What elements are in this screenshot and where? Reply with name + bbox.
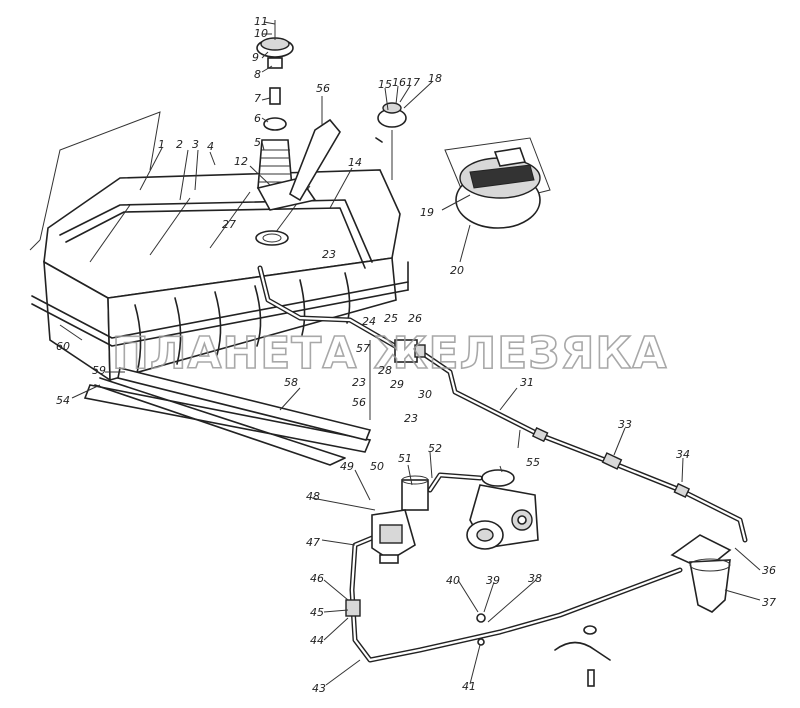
part-label: 10 (254, 27, 268, 40)
part-label: 36 (762, 564, 776, 577)
mounting-clamp (554, 625, 611, 687)
part-label: 1 (158, 138, 165, 151)
part-label: 39 (486, 574, 500, 587)
part-label: 24 (362, 315, 376, 328)
part-label: 48 (306, 490, 320, 503)
fuel-tank (29, 111, 409, 382)
fuel-gauge-sender (375, 102, 407, 180)
leader-lines (59, 21, 761, 686)
part-label: 33 (618, 418, 632, 431)
part-label: 4 (207, 140, 214, 153)
part-label: 55 (526, 456, 540, 469)
part-label: 8 (254, 68, 261, 81)
part-label: 7 (254, 92, 261, 105)
mounting-straps (83, 360, 372, 466)
part-label: 17 (406, 76, 420, 89)
part-label: 18 (428, 72, 442, 85)
bolt (477, 638, 485, 646)
part-label: 54 (56, 394, 70, 407)
part-label: 43 (312, 682, 326, 695)
part-label: 12 (234, 155, 248, 168)
part-label: 23 (352, 376, 366, 389)
part-label: 28 (378, 364, 392, 377)
part-label: 14 (348, 156, 362, 169)
part-label: 29 (390, 378, 404, 391)
part-label: 6 (254, 112, 261, 125)
part-label: 46 (310, 572, 324, 585)
filler-neck (256, 20, 317, 211)
part-label: 41 (462, 680, 476, 693)
part-label: 57 (356, 342, 370, 355)
part-label: 20 (450, 264, 464, 277)
part-label: 9 (252, 51, 259, 64)
part-label: 52 (428, 442, 442, 455)
part-label: 19 (420, 206, 434, 219)
fuel-lines (257, 265, 748, 663)
pipe-clamp (601, 452, 623, 470)
watermark-text: ПЛАНЕТА ЖЕЛЕЗЯКА (112, 328, 667, 379)
pipe-clamp (673, 482, 691, 498)
part-label: 27 (222, 218, 236, 231)
injection-pump (466, 469, 539, 550)
part-label: 16 (392, 76, 406, 89)
part-label: 49 (340, 460, 354, 473)
support-strut (289, 118, 341, 202)
part-label: 45 (310, 606, 324, 619)
part-label: 51 (398, 452, 412, 465)
part-label: 40 (446, 574, 460, 587)
fuel-filter (670, 534, 732, 613)
part-label: 23 (322, 248, 336, 261)
part-labels: 11 10 9 8 7 6 5 12 56 15 16 17 18 1 2 3 … (56, 15, 776, 695)
bolt (476, 613, 486, 623)
part-label: 31 (520, 376, 534, 389)
part-label: 15 (378, 78, 392, 91)
part-label: 58 (284, 376, 298, 389)
part-label: 47 (306, 536, 320, 549)
part-label: 25 (384, 312, 398, 325)
fuel-cap (444, 137, 551, 229)
part-label: 56 (352, 396, 366, 409)
part-label: 30 (418, 388, 432, 401)
part-label: 3 (192, 138, 199, 151)
pipe-clamp (345, 599, 361, 617)
part-label: 44 (310, 634, 324, 647)
part-label: 60 (56, 340, 70, 353)
part-label: 26 (408, 312, 422, 325)
part-label: 50 (370, 460, 384, 473)
part-label: 34 (676, 448, 690, 461)
part-label: 2 (176, 138, 183, 151)
coarse-filter (401, 475, 429, 511)
part-label: 23 (404, 412, 418, 425)
part-label: 11 (254, 15, 268, 28)
part-label: 5 (254, 136, 261, 149)
pipe-clamp (531, 427, 549, 443)
part-label: 56 (316, 82, 330, 95)
part-label: 37 (762, 596, 776, 609)
feed-pump (371, 509, 416, 564)
part-label: 59 (92, 364, 106, 377)
part-label: 38 (528, 572, 542, 585)
